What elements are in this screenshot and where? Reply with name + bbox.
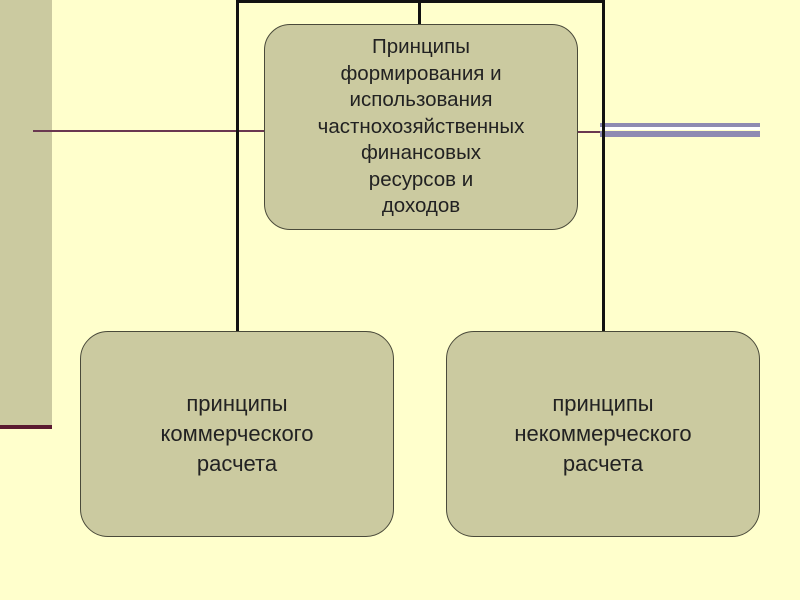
decor-bar-stripe bbox=[600, 127, 760, 130]
connector-left-vertical bbox=[236, 0, 239, 331]
node-noncommercial-principles: принципы некоммерческого расчета bbox=[446, 331, 760, 537]
side-decor-band bbox=[0, 0, 52, 425]
node-label: Принципы формирования и использования ча… bbox=[317, 35, 525, 218]
node-financial-principles: Принципы формирования и использования ча… bbox=[264, 24, 578, 230]
decor-bar-right bbox=[600, 123, 760, 137]
decor-bar-stripe bbox=[600, 123, 760, 127]
node-commercial-principles: принципы коммерческого расчета bbox=[80, 331, 394, 537]
connector-center-vertical bbox=[418, 0, 421, 24]
connector-right-vertical bbox=[602, 0, 605, 331]
decor-line-left bbox=[33, 130, 265, 132]
decor-bar-stripe bbox=[600, 131, 760, 137]
node-label: принципы коммерческого расчета bbox=[160, 391, 314, 476]
side-decor-rule bbox=[0, 425, 52, 429]
node-label: принципы некоммерческого расчета bbox=[514, 391, 692, 476]
